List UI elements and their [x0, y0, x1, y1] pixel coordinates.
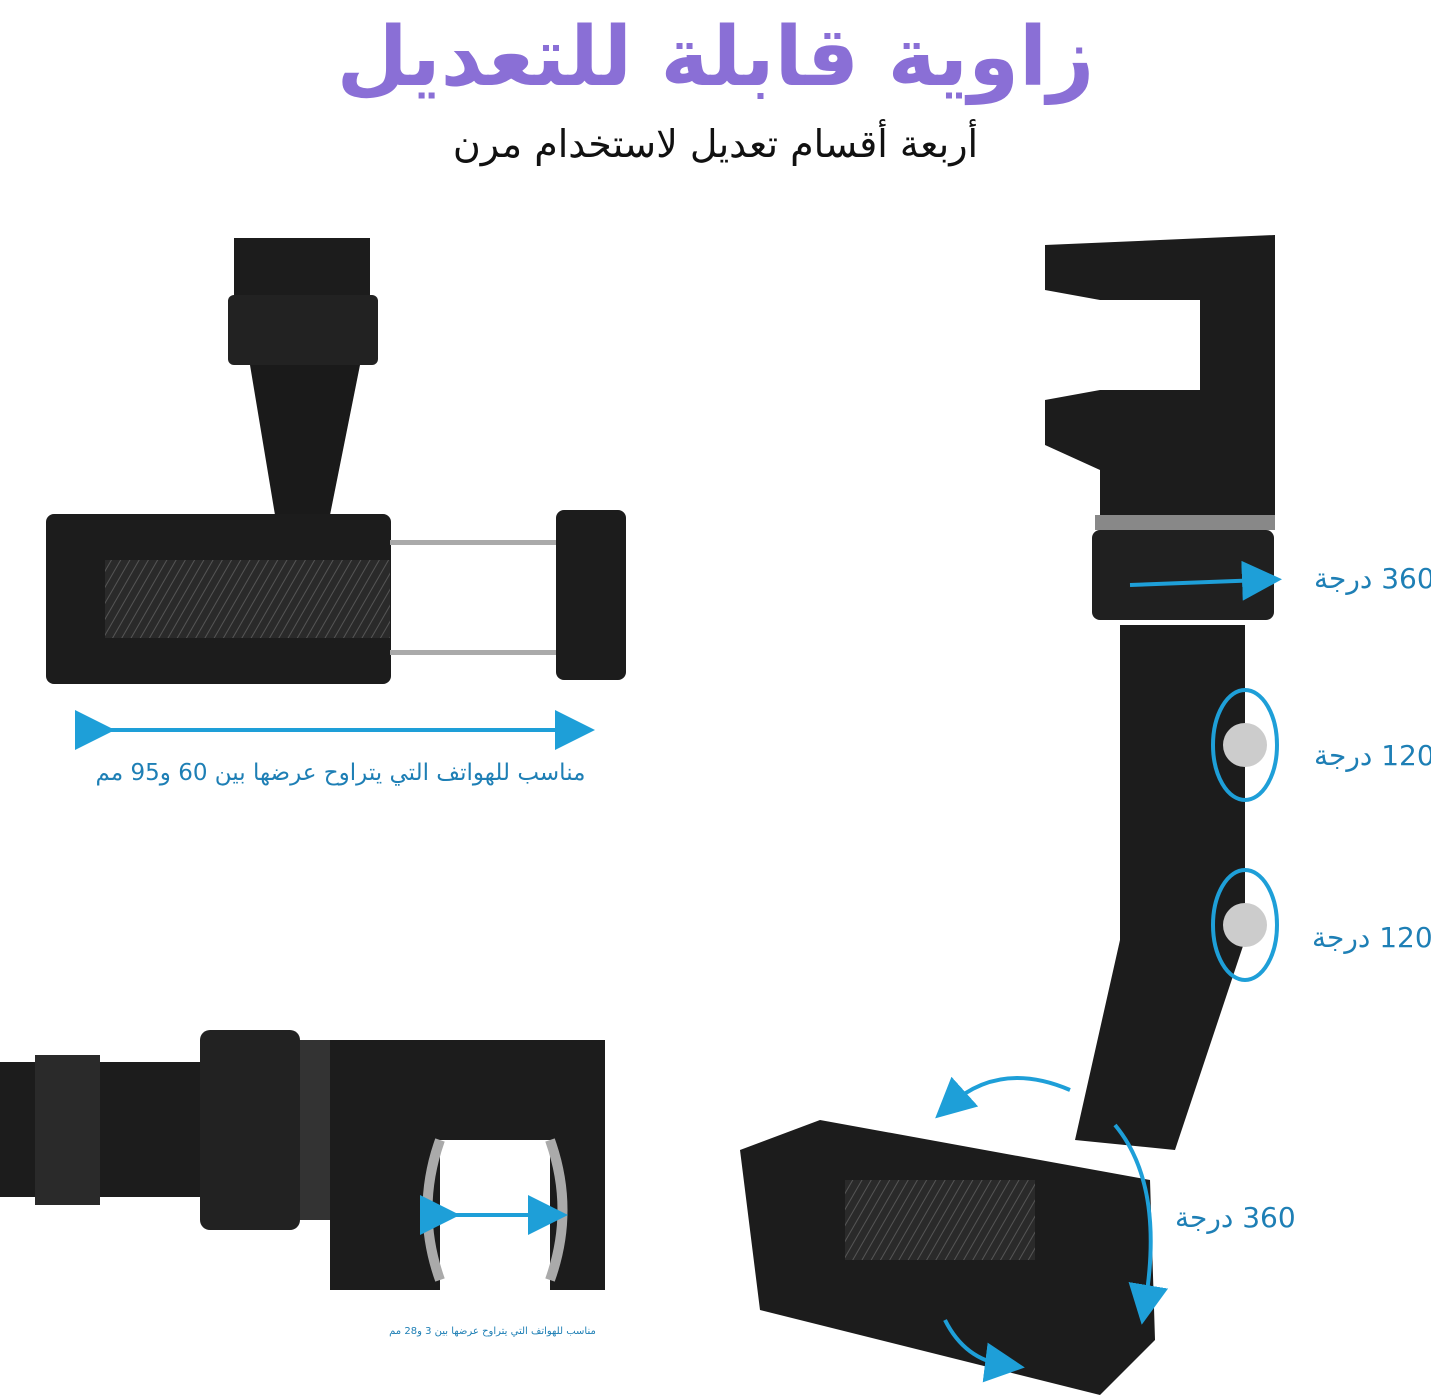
- rotation-label-bottom: 360 درجة: [1175, 1201, 1296, 1234]
- rotation-label-joint-2: 120 درجة: [1312, 921, 1431, 954]
- rotation-arrows: [935, 560, 1282, 1383]
- rotation-label-joint-1: 120 درجة: [1314, 739, 1431, 772]
- page-title: زاوية قابلة للتعديل: [336, 10, 1095, 105]
- page-subtitle: أربعة أقسام تعديل لاستخدام مرن: [452, 122, 979, 166]
- holder-arm-assembly: [740, 235, 1275, 1395]
- clamp-side-view: [0, 1030, 605, 1290]
- rotation-label-top: 360 درجة: [1314, 562, 1431, 595]
- phone-holder-top-view: [46, 238, 626, 684]
- clamp-width-caption: مناسب للهواتف التي يتراوح عرضها بين 3 و2…: [389, 1326, 596, 1337]
- phone-width-caption: مناسب للهواتف التي يتراوح عرضها بين 60 و…: [95, 760, 586, 786]
